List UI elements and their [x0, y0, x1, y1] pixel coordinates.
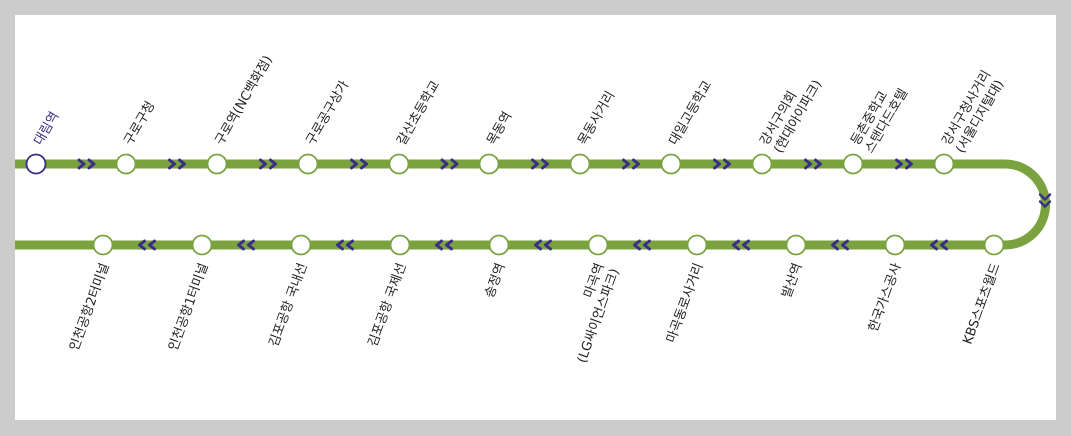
station-marker[interactable] [297, 153, 319, 175]
direction-arrow-icon [259, 158, 277, 170]
station-label[interactable]: 강서구청사거리(서울디지털대) [939, 68, 1008, 156]
direction-arrow-icon [138, 239, 156, 251]
station-label[interactable]: 대일고등학교 [666, 78, 715, 148]
station-marker[interactable] [842, 153, 864, 175]
direction-arrow-icon [534, 239, 552, 251]
station-label[interactable]: 인천공항1터미널 [166, 261, 212, 353]
station-marker[interactable] [488, 234, 510, 256]
station-label[interactable]: 구로공구상가 [303, 78, 352, 148]
station-marker[interactable] [569, 153, 591, 175]
station-marker[interactable] [92, 234, 114, 256]
direction-arrow-icon [732, 239, 750, 251]
station-marker[interactable] [478, 153, 500, 175]
direction-arrow-icon [440, 158, 459, 170]
direction-arrow-icon [237, 239, 255, 251]
station-marker[interactable] [115, 153, 137, 175]
station-marker[interactable] [983, 234, 1005, 256]
station-label[interactable]: 김포공항 국제선 [366, 261, 410, 349]
direction-arrow-icon [713, 158, 731, 170]
current-station-marker[interactable] [25, 153, 47, 175]
station-label[interactable]: 대림역 [31, 109, 62, 148]
station-label[interactable]: 송정역 [482, 261, 508, 300]
bus-route-diagram: 대림역 구로구청 구로역(NC백화점) 구로공구상가 갈산초등학교 목동역 목동사거리 대일고… [15, 53, 1052, 365]
station-label[interactable]: 등촌중학교스탠다드호텔 [848, 78, 911, 156]
station-marker[interactable] [290, 234, 312, 256]
station-label[interactable]: 강서구의회(현대아이파크) [757, 70, 825, 156]
station-label[interactable]: 마곡동로사거리 [664, 261, 707, 345]
station-marker[interactable] [751, 153, 773, 175]
station-marker[interactable] [686, 234, 708, 256]
station-marker[interactable] [206, 153, 228, 175]
station-marker[interactable] [884, 234, 906, 256]
station-label[interactable]: 목동사거리 [575, 89, 618, 148]
station-marker[interactable] [933, 153, 955, 175]
station-label[interactable]: 인천공항2터미널 [67, 261, 113, 353]
direction-arrow-icon [77, 158, 96, 170]
direction-arrow-icon [531, 158, 549, 170]
station-marker[interactable] [389, 234, 411, 256]
station-label[interactable]: 발산역 [779, 261, 805, 300]
station-label[interactable]: 목동역 [484, 109, 515, 148]
station-label[interactable]: 마곡역(LG싸이언스파크) [560, 261, 623, 365]
direction-arrow-icon [350, 158, 368, 170]
station-label[interactable]: 김포공항 국내선 [267, 261, 311, 349]
direction-arrow-icon [831, 239, 849, 251]
station-marker[interactable] [660, 153, 682, 175]
route-line [15, 159, 1050, 250]
station-label[interactable]: 갈산초등학교 [394, 78, 443, 148]
direction-arrow-icon [804, 158, 822, 170]
station-marker[interactable] [191, 234, 213, 256]
station-label[interactable]: 구로구청 [121, 99, 158, 148]
station-label[interactable]: 구로역(NC백화점) [212, 53, 275, 148]
direction-arrow-icon [168, 158, 186, 170]
direction-arrow-icon [895, 158, 913, 170]
direction-arrow-icon [1038, 193, 1052, 208]
station-label[interactable]: KBS스포츠월드 [960, 261, 1003, 346]
direction-arrow-icon [622, 158, 640, 170]
route-map-panel: 대림역 구로구청 구로역(NC백화점) 구로공구상가 갈산초등학교 목동역 목동사거리 대일고… [15, 15, 1056, 420]
station-marker[interactable] [785, 234, 807, 256]
direction-arrow-icon [435, 239, 453, 251]
station-marker[interactable] [388, 153, 410, 175]
station-marker[interactable] [587, 234, 609, 256]
direction-arrow-icon [930, 239, 948, 251]
direction-arrow-icon [336, 239, 354, 251]
station-label[interactable]: 한국가스공사 [866, 261, 905, 334]
direction-arrow-icon [633, 239, 651, 251]
